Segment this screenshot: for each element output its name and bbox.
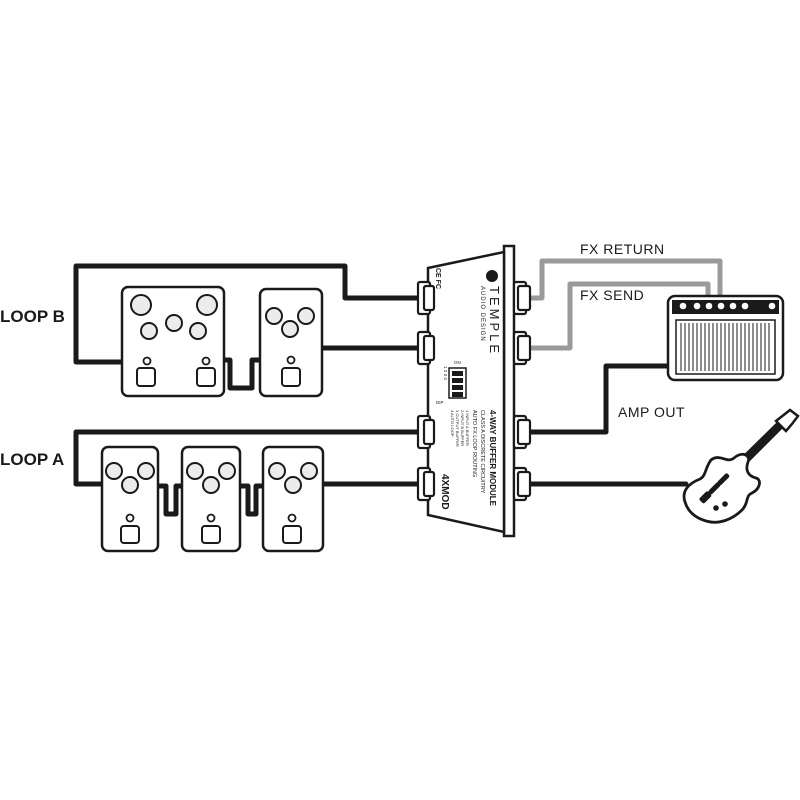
amplifier-icon: [666, 294, 785, 382]
guitar-knob: [722, 501, 728, 507]
pedal-knob: [130, 294, 152, 316]
amp-knob: [705, 302, 713, 310]
amp-knob: [717, 302, 725, 310]
pedal-led: [142, 356, 152, 366]
loop-b-label: LOOP B: [0, 307, 65, 326]
module-title: 4-WAY BUFFER MODULE: [488, 410, 497, 507]
pedal-knob: [268, 462, 286, 480]
guitar-bridge: [699, 491, 712, 504]
module-brand: TEMPLE: [487, 286, 502, 356]
pedal-knob: [218, 462, 236, 480]
pedal-knob: [137, 462, 155, 480]
pedal-a1: [100, 445, 160, 553]
fx-return-label: FX RETURN: [580, 241, 665, 257]
pedal-knob: [140, 322, 158, 340]
pedal-led: [287, 513, 297, 523]
module-mount-plate: [502, 244, 516, 538]
guitar-icon: [682, 408, 800, 524]
buffer-module-icon: TEMPLE AUDIO DESIGN CE FC 4-WAY BUFFER M…: [416, 244, 532, 538]
amp-knob: [679, 302, 687, 310]
footswitch: [282, 525, 302, 544]
dip-legend-4: 4 AUTO LOOP: [450, 410, 455, 437]
pedal-knob: [121, 476, 139, 494]
pedal-b1: [120, 285, 226, 398]
dip-numbers: 1 2 3 4: [443, 366, 448, 380]
dip-legend-3: 3 OUTPUT BUFFER: [455, 410, 460, 447]
dip-legend-1: 1 INPUT A BUFFER: [465, 410, 470, 446]
amp-knob: [729, 302, 737, 310]
guitar-headstock: [774, 408, 800, 433]
amp-out-cable: [525, 363, 671, 435]
pedal-led: [286, 355, 296, 365]
fx-send-label: FX SEND: [580, 287, 644, 303]
pedal-led: [201, 356, 211, 366]
footswitch: [201, 525, 221, 544]
dip-on-label: ON: [454, 360, 461, 365]
guitar-body: [682, 452, 761, 524]
pedal-a2: [180, 445, 242, 553]
pedal-knob: [281, 320, 299, 338]
footswitch: [196, 367, 216, 387]
module-jacks-left: [416, 280, 436, 502]
pedal-led: [125, 513, 135, 523]
module-model: 4XMOD: [439, 474, 450, 510]
pedal-knob: [189, 322, 207, 340]
pedal-a3: [261, 445, 325, 553]
pedal-knob: [284, 476, 302, 494]
loop-b-link-cable: [221, 357, 263, 391]
dip-label: DIP: [436, 400, 444, 405]
footswitch: [136, 367, 156, 387]
loop-a-label: LOOP A: [0, 450, 64, 469]
module-brand-sub: AUDIO DESIGN: [479, 286, 485, 342]
pedal-knob: [165, 314, 183, 332]
module-jacks-right: [512, 280, 532, 502]
pedal-knob: [196, 294, 218, 316]
fx-send-cable: [525, 281, 711, 351]
module-line2: AUTO FX LOOP ROUTING: [471, 410, 477, 477]
amp-power: [768, 302, 776, 310]
module-cert: CE FC: [434, 268, 441, 289]
dip-switch: ON 1 2 3 4 DIP: [436, 360, 467, 405]
module-line1: CLASS A DISCRETE CIRCUITRY: [479, 410, 485, 494]
module-text: TEMPLE AUDIO DESIGN CE FC 4-WAY BUFFER M…: [434, 268, 502, 510]
pedal-knob: [202, 476, 220, 494]
dip-legend-2: 2 INPUT B BUFFER: [460, 410, 465, 446]
amp-knob: [741, 302, 749, 310]
amp-grill-lines: [680, 323, 770, 371]
pedal-knob: [265, 307, 283, 325]
pedal-b2: [258, 287, 324, 398]
loop-b-send-cable: [73, 263, 421, 365]
pedal-led: [206, 513, 216, 523]
guitar-pickup: [708, 482, 721, 495]
loop-a-link-cable-2: [237, 483, 266, 517]
pedal-knob: [297, 307, 315, 325]
pedal-knob: [186, 462, 204, 480]
footswitch: [120, 525, 140, 544]
guitar-pickup: [717, 473, 730, 486]
guitar-knob: [713, 505, 719, 511]
footswitch: [281, 367, 301, 387]
brand-logo-icon: [486, 270, 498, 282]
amp-knob: [693, 302, 701, 310]
pedal-knob: [105, 462, 123, 480]
fx-return-cable: [525, 258, 723, 301]
loop-a-send-cable: [73, 429, 421, 487]
loop-a-link-cable-1: [155, 483, 185, 517]
cables: [73, 258, 723, 517]
pedal-knob: [300, 462, 318, 480]
amp-out-label: AMP OUT: [618, 404, 685, 420]
